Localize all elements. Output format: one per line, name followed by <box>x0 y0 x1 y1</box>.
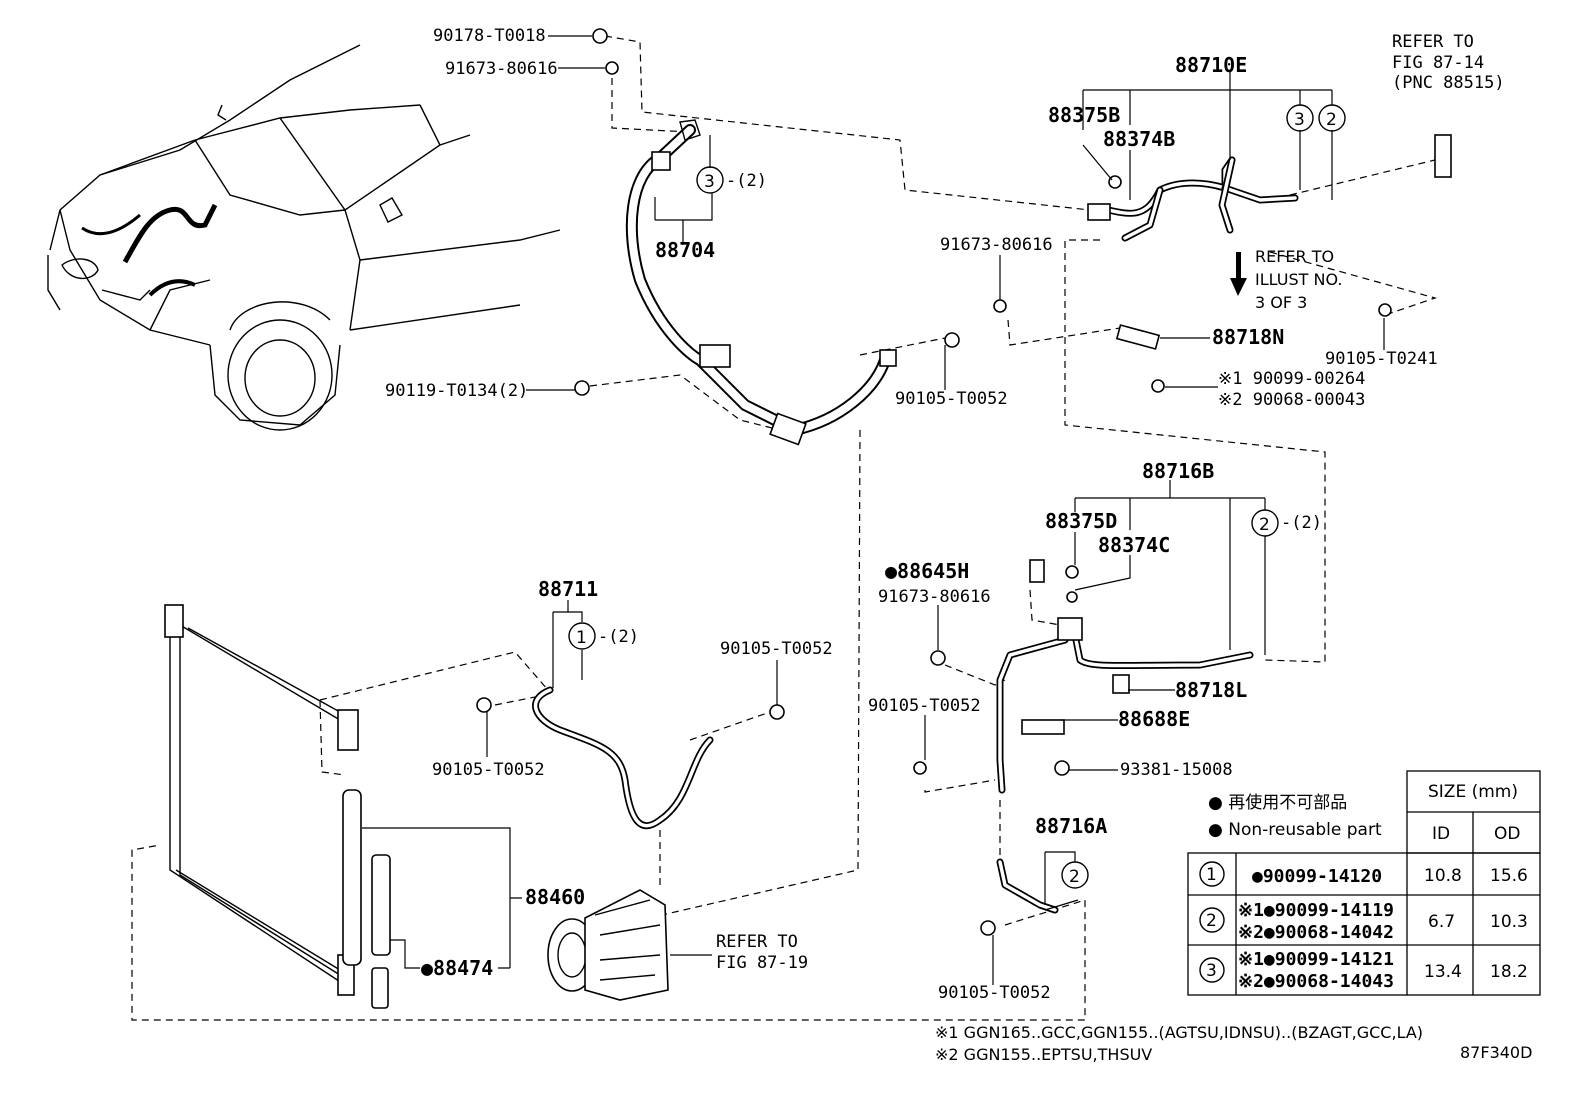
label-91673-80616-mid: 91673-80616 <box>940 235 1053 255</box>
table-row3-id: 13.4 <box>1424 962 1462 982</box>
table-row2-od: 10.3 <box>1490 912 1528 932</box>
label-88716B: 88716B <box>1142 459 1214 483</box>
pipe-88716A <box>996 858 1059 914</box>
leader-lines <box>362 35 1385 985</box>
legend: ● 再使用不可部品 ● Non-reusable part <box>1208 792 1382 840</box>
legend-en: ● Non-reusable part <box>1208 820 1382 840</box>
size-table: SIZE (mm) ID OD 1 ●90099-14120 10.8 15.6… <box>1187 770 1541 996</box>
label-88704: 88704 <box>655 238 715 262</box>
label-88718N: 88718N <box>1212 325 1284 349</box>
label-circle2-qty: -(2) <box>1281 513 1322 533</box>
table-row2-id: 6.7 <box>1428 912 1455 932</box>
label-90068-00043: ※2 90068-00043 <box>1218 390 1365 410</box>
footnote-1: ※1 GGN165..GCC,GGN155..(AGTSU,IDNSU)..(B… <box>935 1023 1423 1042</box>
svg-text:2: 2 <box>1259 515 1270 535</box>
label-91673-80616-low: 91673-80616 <box>878 587 991 607</box>
label-88474: ●88474 <box>421 956 493 980</box>
table-col-od: OD <box>1494 824 1520 844</box>
label-88375B: 88375B <box>1048 103 1120 127</box>
condenser-88460 <box>164 604 391 1009</box>
table-row1-id: 10.8 <box>1424 866 1462 886</box>
svg-text:2: 2 <box>1206 911 1217 931</box>
svg-text:3: 3 <box>1294 110 1305 130</box>
label-refer-illust-1: REFER TO <box>1255 247 1334 266</box>
label-88375D: 88375D <box>1045 509 1117 533</box>
label-90119-T0134: 90119-T0134(2) <box>385 381 528 401</box>
svg-text:1: 1 <box>1206 865 1217 885</box>
label-circle1-qty: -(2) <box>598 627 639 647</box>
label-90105-T0241: 90105-T0241 <box>1325 349 1438 369</box>
table-row1-od: 15.6 <box>1490 866 1528 886</box>
ref-circles: 3 3 2 2 1 2 <box>568 104 1346 889</box>
label-90105-T0052-c: 90105-T0052 <box>938 983 1051 1003</box>
label-90105-T0052-d: 90105-T0052 <box>720 639 833 659</box>
label-88460: 88460 <box>525 885 585 909</box>
label-88716A: 88716A <box>1035 814 1107 838</box>
vehicle-sketch <box>47 44 561 431</box>
svg-text:3: 3 <box>704 172 715 192</box>
label-88710E: 88710E <box>1175 53 1247 77</box>
label-90178-T0018: 90178-T0018 <box>433 26 546 46</box>
pipe-88710E <box>1087 134 1452 350</box>
label-refer-comp-2: FIG 87-19 <box>716 953 808 973</box>
label-91673-80616-top: 91673-80616 <box>445 59 558 79</box>
label-refer-comp-1: REFER TO <box>716 932 798 952</box>
label-90105-T0052-b: 90105-T0052 <box>868 696 981 716</box>
pipe-88711 <box>532 686 714 830</box>
table-col-id: ID <box>1432 824 1450 844</box>
label-93381-15008: 93381-15008 <box>1120 760 1233 780</box>
dashed-routes <box>131 35 1438 1021</box>
label-90105-T0052-e: 90105-T0052 <box>432 760 545 780</box>
compressor <box>547 889 669 1001</box>
label-88645H: ●88645H <box>885 559 969 583</box>
label-refer-top-3: (PNC 88515) <box>1392 73 1505 93</box>
label-refer-illust-2: ILLUST NO. <box>1255 270 1342 289</box>
label-circle3-qty: -(2) <box>726 171 767 191</box>
svg-text:3: 3 <box>1206 961 1217 981</box>
pipe-88716B <box>996 617 1254 794</box>
label-88711: 88711 <box>538 577 598 601</box>
table-size-header: SIZE (mm) <box>1428 782 1518 802</box>
table-row3-part-b: ※2●90068-14043 <box>1238 971 1394 992</box>
table-row1-part: ●90099-14120 <box>1252 866 1382 887</box>
label-90105-T0052-a: 90105-T0052 <box>895 389 1008 409</box>
label-90099-00264: ※1 90099-00264 <box>1218 369 1365 389</box>
figure-code: 87F340D <box>1460 1043 1532 1062</box>
label-88718L: 88718L <box>1175 678 1247 702</box>
label-88374B: 88374B <box>1103 127 1175 151</box>
legend-jp: ● 再使用不可部品 <box>1208 792 1347 813</box>
table-row3-od: 18.2 <box>1490 962 1528 982</box>
table-row3-part-a: ※1●90099-14121 <box>1238 949 1394 970</box>
footnote-2: ※2 GGN155..EPTSU,THSUV <box>935 1045 1152 1064</box>
hose-88704 <box>625 119 897 446</box>
table-row2-part-a: ※1●90099-14119 <box>1238 900 1394 921</box>
table-row2-part-b: ※2●90068-14042 <box>1238 922 1394 943</box>
refer-arrow <box>1230 252 1247 296</box>
svg-text:1: 1 <box>576 628 587 648</box>
label-refer-top-2: FIG 87-14 <box>1392 53 1484 73</box>
label-refer-top-1: REFER TO <box>1392 32 1474 52</box>
label-refer-illust-3: 3 OF 3 <box>1255 293 1307 312</box>
label-88688E: 88688E <box>1118 707 1190 731</box>
svg-text:2: 2 <box>1326 110 1337 130</box>
svg-text:2: 2 <box>1069 867 1080 887</box>
part-labels: 90178-T0018 91673-80616 90119-T0134(2) 8… <box>385 26 1532 1064</box>
label-88374C: 88374C <box>1098 533 1170 557</box>
